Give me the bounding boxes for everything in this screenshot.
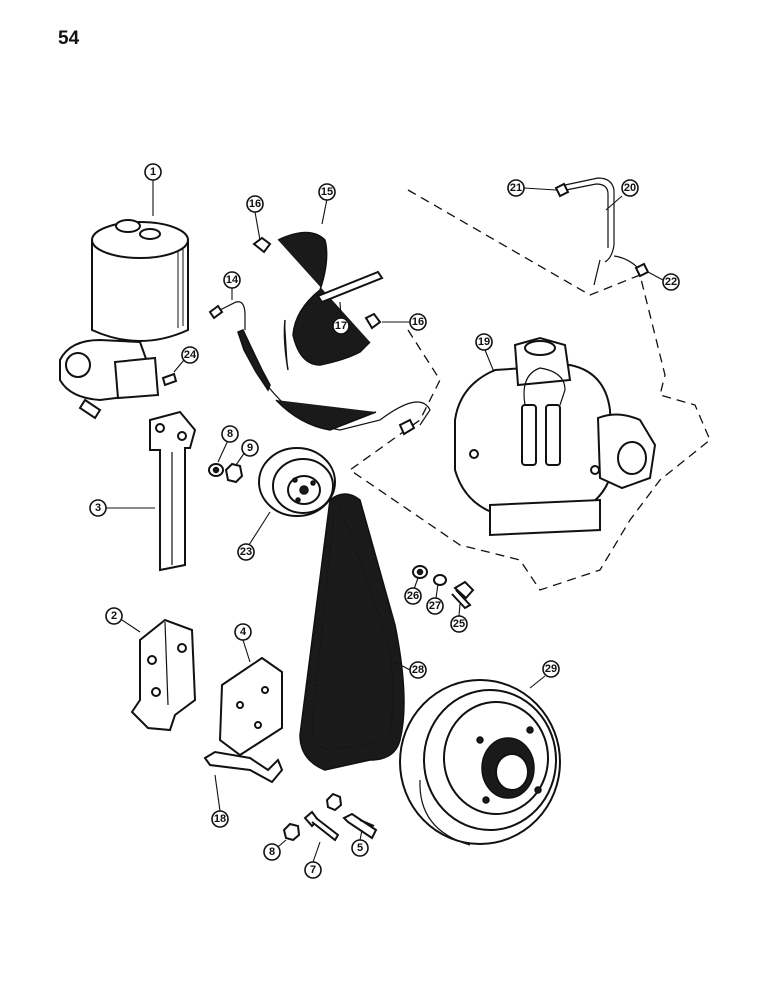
svg-text:15: 15 (321, 186, 333, 198)
svg-text:21: 21 (510, 182, 522, 194)
pulley-part (258, 447, 336, 517)
callout-27: 27 (426, 597, 444, 615)
hose-fitting-part (398, 418, 416, 436)
plate-part (218, 656, 283, 757)
svg-text:14: 14 (226, 274, 239, 286)
bolt-5-part (342, 812, 378, 840)
svg-text:1: 1 (150, 166, 156, 178)
callout-16-upper: 16 (246, 195, 264, 213)
callout-2: 2 (105, 607, 123, 625)
mounting-bracket-part (130, 618, 197, 732)
svg-text:7: 7 (310, 864, 316, 876)
injection-pump-part (454, 336, 657, 537)
svg-text:29: 29 (545, 663, 557, 675)
clamp-upper-part (252, 236, 272, 254)
svg-text:23: 23 (240, 546, 252, 558)
washer-upper-hole (212, 466, 220, 474)
dashed-boundary (348, 189, 711, 591)
svg-text:5: 5 (357, 842, 363, 854)
svg-text:18: 18 (214, 813, 226, 825)
callout-7: 7 (304, 861, 322, 879)
callout-25: 25 (450, 615, 468, 633)
bolt-25-part (451, 580, 475, 610)
svg-text:28: 28 (412, 664, 424, 676)
callout-19: 19 (475, 333, 493, 351)
callout-29: 29 (542, 660, 560, 678)
power-steering-pump-part (59, 219, 189, 420)
leader-lines (106, 180, 664, 863)
nut-upper-part (224, 462, 244, 484)
svg-text:22: 22 (665, 276, 677, 288)
svg-text:16: 16 (249, 198, 261, 210)
callout-17: 17 (332, 317, 350, 335)
drive-belt-part (299, 493, 405, 771)
callout-3: 3 (89, 499, 107, 517)
damper-part (399, 679, 561, 846)
strip-part (316, 270, 384, 304)
callout-14: 14 (223, 271, 241, 289)
svg-text:27: 27 (429, 600, 441, 612)
svg-text:16: 16 (412, 316, 424, 328)
callout-28: 28 (409, 661, 427, 679)
callout-16-lower: 16 (409, 313, 427, 331)
svg-text:24: 24 (184, 349, 197, 361)
callout-15: 15 (318, 183, 336, 201)
callout-22: 22 (662, 273, 680, 291)
callout-8-lower: 8 (263, 843, 281, 861)
key-part (161, 372, 178, 387)
svg-text:17: 17 (335, 320, 347, 332)
page-number: 54 (58, 28, 80, 49)
svg-text:25: 25 (453, 618, 465, 630)
bolt-lower-part (303, 810, 340, 842)
callout-4: 4 (234, 623, 252, 641)
washer-27-part (433, 574, 447, 586)
hose-lower-part (275, 399, 377, 431)
svg-text:3: 3 (95, 502, 101, 514)
callout-24: 24 (181, 346, 199, 364)
callout-9: 9 (241, 439, 259, 457)
callout-8-upper: 8 (221, 425, 239, 443)
callout-20: 20 (621, 179, 639, 197)
callout-5: 5 (351, 839, 369, 857)
svg-text:8: 8 (269, 846, 275, 858)
callout-26: 26 (404, 587, 422, 605)
pressure-tube-part (208, 301, 431, 431)
svg-text:2: 2 (111, 610, 117, 622)
fuel-line-part (554, 177, 650, 286)
svg-text:19: 19 (478, 336, 490, 348)
callout-18: 18 (211, 810, 229, 828)
nut-lower-part (282, 822, 301, 842)
nut-5-part (325, 792, 343, 812)
bracket-arm-part (149, 410, 197, 572)
clamp-lower-part (364, 312, 382, 330)
washer-26-hole (416, 568, 424, 576)
callout-23: 23 (237, 543, 255, 561)
svg-text:8: 8 (227, 428, 233, 440)
svg-text:4: 4 (240, 626, 247, 638)
callout-1: 1 (144, 163, 162, 181)
callout-21: 21 (507, 179, 525, 197)
svg-text:26: 26 (407, 590, 419, 602)
strap-part (203, 750, 284, 784)
svg-text:9: 9 (247, 442, 253, 454)
svg-text:20: 20 (624, 182, 636, 194)
